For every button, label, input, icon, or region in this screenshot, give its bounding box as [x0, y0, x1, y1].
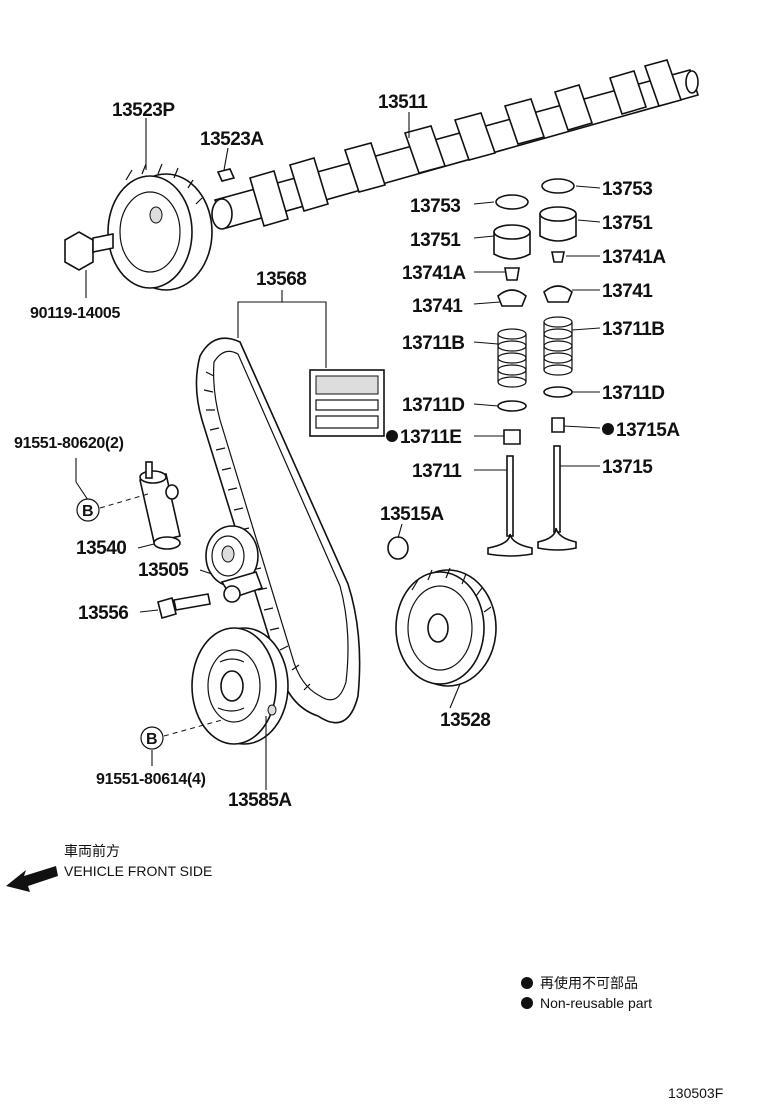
label-13751-right: 13751 — [602, 213, 653, 234]
label-13711: 13711 — [412, 461, 462, 482]
label-91551-80620: 91551-80620(2) — [14, 435, 124, 452]
label-13711D-left: 13711D — [402, 395, 465, 416]
front-label-en: VEHICLE FRONT SIDE — [64, 863, 212, 879]
camshaft-key — [216, 168, 236, 182]
valve-stem-seal-left — [503, 429, 521, 445]
leader-lines — [75, 112, 601, 790]
legend: 再使用不可部品 Non-reusable part — [521, 975, 652, 1011]
label-13568: 13568 — [256, 269, 306, 290]
crankshaft-key-plate — [387, 536, 409, 560]
non-reusable-dot-13711E — [386, 430, 398, 442]
label-13715A: 13715A — [616, 420, 680, 441]
crankshaft-pulley — [191, 627, 289, 745]
belt-label-tag — [309, 369, 385, 437]
label-13540: 13540 — [76, 538, 126, 559]
label-13528: 13528 — [440, 710, 490, 731]
pulley-bolt — [64, 231, 114, 298]
idler-pulley — [205, 525, 264, 603]
label-90119-14005: 90119-14005 — [30, 305, 121, 322]
label-13523A: 13523A — [200, 129, 264, 150]
label-13741-left: 13741 — [412, 296, 463, 317]
camshaft-timing-pulley — [107, 163, 213, 291]
label-13556: 13556 — [78, 603, 128, 624]
legend-dot-jp — [521, 977, 533, 989]
valve-keeper-right — [551, 251, 565, 263]
legend-text-en: Non-reusable part — [540, 995, 652, 1011]
intake-valve — [487, 455, 533, 557]
label-13511: 13511 — [378, 92, 428, 113]
timing-belt — [195, 337, 361, 724]
legend-dot-en — [521, 997, 533, 1009]
exhaust-valve — [537, 445, 577, 551]
valve-train-exhaust — [537, 178, 577, 551]
label-13753-right: 13753 — [602, 179, 652, 200]
front-arrow-icon — [6, 866, 58, 892]
svg-text:B: B — [82, 503, 93, 520]
label-13751-left: 13751 — [410, 230, 461, 251]
label-13585A: 13585A — [228, 790, 292, 811]
shim-left — [495, 194, 529, 210]
label-13515A: 13515A — [380, 504, 444, 525]
valve-train-intake — [487, 194, 533, 557]
label-13711E: 13711E — [400, 427, 461, 448]
valve-retainer-left — [497, 289, 527, 307]
spring-seat-left — [497, 400, 527, 412]
belt-tensioner — [139, 461, 181, 550]
valve-spring-left — [497, 328, 527, 388]
spring-seat-right — [543, 386, 573, 398]
vehicle-front-indicator: 車両前方 VEHICLE FRONT SIDE — [6, 843, 212, 892]
label-13711B-left: 13711B — [402, 333, 465, 354]
label-13741-right: 13741 — [602, 281, 653, 302]
valve-retainer-right — [543, 285, 573, 303]
callout-b-lower: B — [140, 726, 164, 750]
valve-spring-right — [543, 316, 573, 376]
camshaft — [211, 59, 700, 230]
front-label-jp: 車両前方 — [64, 843, 120, 859]
label-13753-left: 13753 — [410, 196, 460, 217]
label-13523P: 13523P — [112, 100, 175, 121]
callout-b-upper: B — [76, 498, 100, 522]
legend-text-jp: 再使用不可部品 — [540, 975, 638, 991]
label-13715: 13715 — [602, 457, 653, 478]
idler-bolt — [157, 593, 211, 619]
label-13711B-right: 13711B — [602, 319, 665, 340]
label-91551-80614: 91551-80614(4) — [96, 771, 206, 788]
label-13741A-left: 13741A — [402, 263, 466, 284]
diagram-code: 130503F — [668, 1085, 723, 1101]
valve-keeper-left — [504, 267, 520, 281]
label-13505: 13505 — [138, 560, 189, 581]
label-13711D-right: 13711D — [602, 383, 665, 404]
valve-stem-seal-right — [551, 417, 565, 433]
label-13741A-right: 13741A — [602, 247, 666, 268]
non-reusable-dot-13715A — [602, 423, 614, 435]
svg-text:B: B — [146, 731, 157, 748]
shim-right — [541, 178, 575, 194]
crankshaft-timing-pulley — [395, 567, 497, 687]
